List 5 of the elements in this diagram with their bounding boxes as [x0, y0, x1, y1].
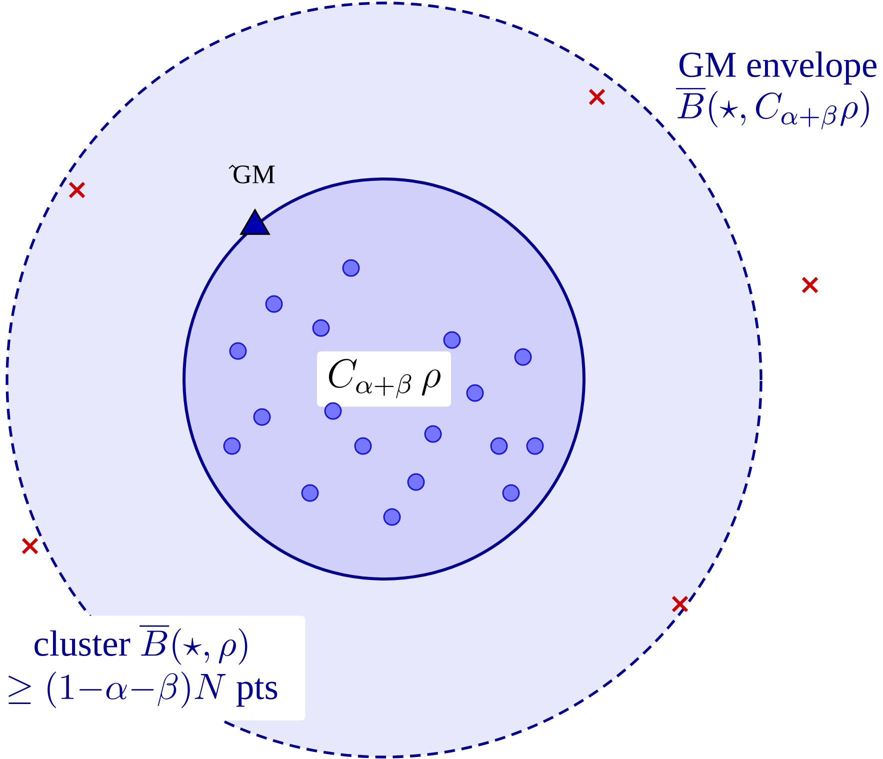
formula-label: $\overline{B}(\star, C_{\alpha+\beta}\rho)$ [676, 88, 869, 130]
region-title: GM envelope [680, 51, 876, 85]
marker-label: $\hat{}\mathrm{GM}$ [228, 164, 275, 184]
formula-label: $C_{\alpha+\beta}\,\rho$ [316, 351, 452, 407]
formula-label: $\begin{array}{c}\mbox{cluster }\overline{B}(\star,\rho)\\ \geq(1{-}\alpha{-}\beta)N\ \mbox{pts}\end{array}$ [0, 616, 306, 720]
